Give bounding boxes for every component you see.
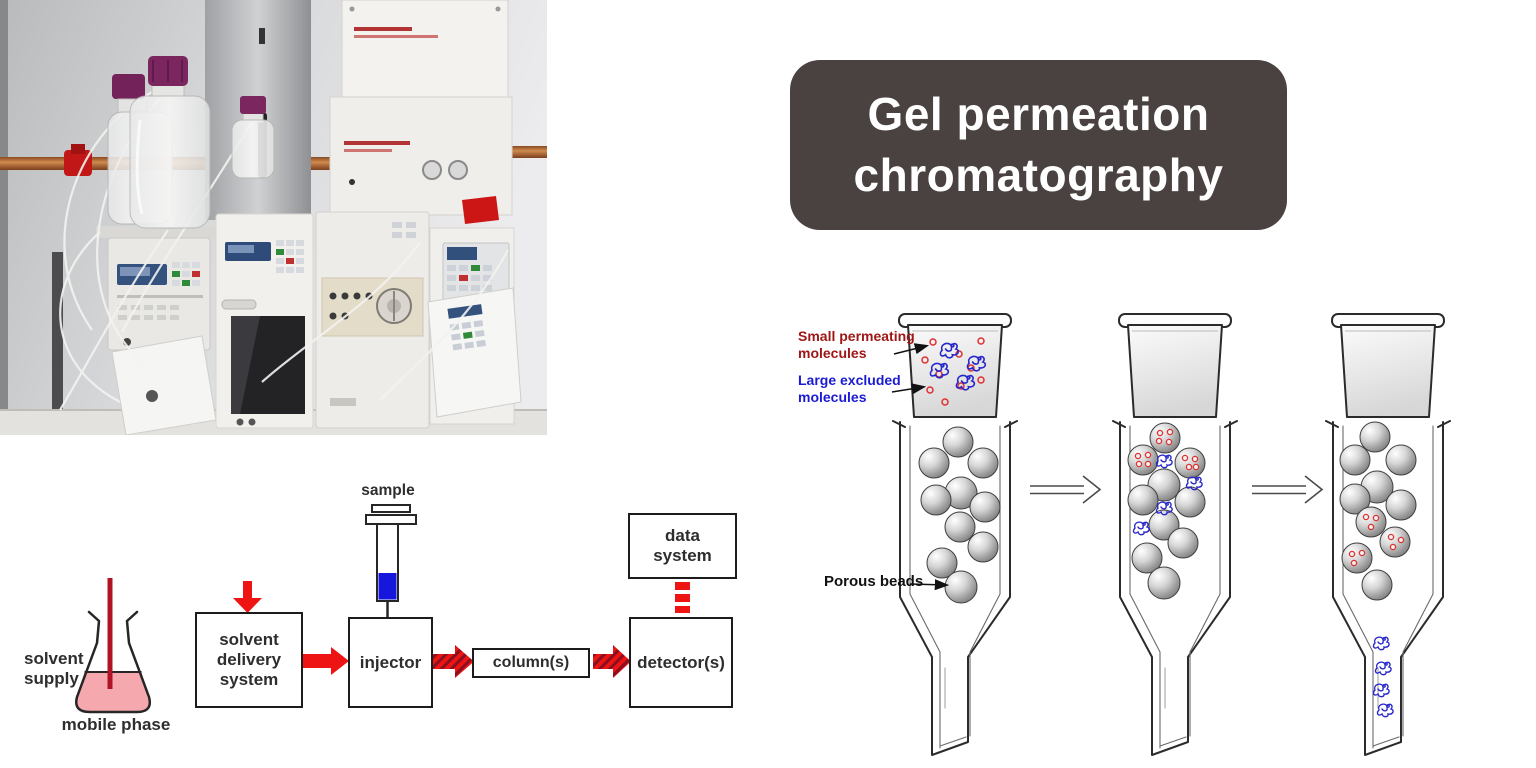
sample-label: sample (361, 482, 415, 499)
mobile-phase-label: mobile phase (61, 715, 171, 734)
columns-box: column(s) (472, 648, 590, 678)
open-door-left (111, 335, 217, 436)
porous-beads (1127, 422, 1206, 600)
gpc-columns-art (891, 313, 1451, 756)
pump-module-right (329, 96, 513, 216)
solvent-supply-label: solvent supply (24, 649, 84, 688)
injector-box: injector (348, 617, 433, 708)
instrument-photo (0, 0, 547, 436)
flow-arrow-solid (303, 647, 349, 675)
porous-beads (918, 426, 1001, 604)
solvent-delivery-system-box: solvent delivery system (195, 612, 303, 708)
gpc-column-3 (1325, 313, 1451, 756)
solvent-flask (75, 610, 151, 714)
controller-module-left (107, 237, 211, 351)
detectors-box: detector(s) (629, 617, 733, 708)
valve-module-right (315, 211, 430, 429)
detector-module-top (341, 0, 509, 98)
small-permeating-label: Small permeating molecules (798, 328, 915, 361)
schematic-art (75, 504, 690, 714)
sample-mixture (921, 337, 987, 406)
page-title: Gel permeation chromatography (790, 60, 1287, 230)
porous-beads-label: Porous beads (824, 573, 924, 590)
large-excluded-label: Large excluded molecules (798, 372, 901, 405)
flow-arrow-hatched-1 (433, 645, 474, 678)
eluting-large-molecules (1372, 636, 1394, 718)
flow-arrow-hatched-2 (593, 645, 631, 678)
pump-module-center (215, 213, 314, 429)
signal-dashed-connector (675, 582, 690, 613)
data-system-box: data system (628, 513, 737, 579)
label-arrows (891, 343, 950, 591)
hplc-flow-schematic: solvent supply mobile phase sample solve… (0, 435, 770, 768)
instrument-photo-art (0, 0, 547, 436)
sample-syringe (365, 504, 417, 617)
keypad-module-far-right (427, 196, 522, 425)
gpc-column-2 (1112, 313, 1238, 756)
step-arrow-1 (1030, 475, 1102, 504)
red-sticker (462, 196, 499, 224)
bottle-shelf (96, 226, 224, 238)
gpc-process-panel: Small permeating molecules Large exclude… (780, 300, 1536, 768)
gpc-column-1 (892, 313, 1018, 756)
solvent-tube (107, 575, 262, 689)
porous-beads (1339, 421, 1417, 601)
solvent-bottles (107, 56, 275, 229)
step-arrow-2 (1252, 475, 1324, 504)
